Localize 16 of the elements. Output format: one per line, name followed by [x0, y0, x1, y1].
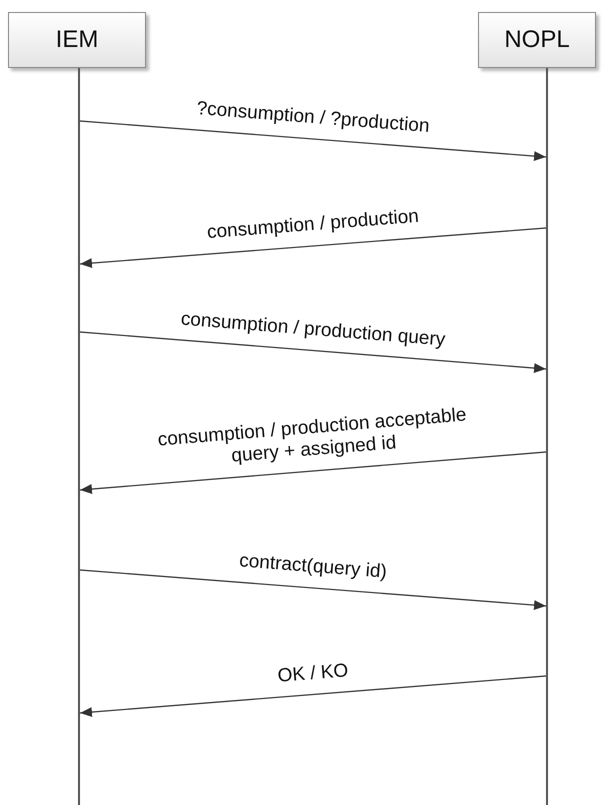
message-arrow [80, 451, 546, 494]
lifeline [546, 68, 548, 805]
message-label: consumption / production acceptable query + assigned id [156, 404, 468, 469]
message-arrow [80, 331, 546, 374]
message-arrow [80, 120, 546, 162]
lifeline [78, 68, 80, 805]
message-arrow [80, 675, 546, 718]
message-label: consumption / production [205, 204, 421, 246]
participant-box: NOPL [478, 12, 596, 68]
message-arrow [80, 227, 546, 268]
message-label: contract(query id) [238, 549, 389, 585]
message-label: OK / KO [276, 658, 350, 688]
participant-box: IEM [8, 12, 146, 68]
message-label: consumption / production query [179, 307, 447, 352]
message-arrow [80, 569, 546, 610]
message-label: ?consumption / ?production [194, 97, 432, 139]
